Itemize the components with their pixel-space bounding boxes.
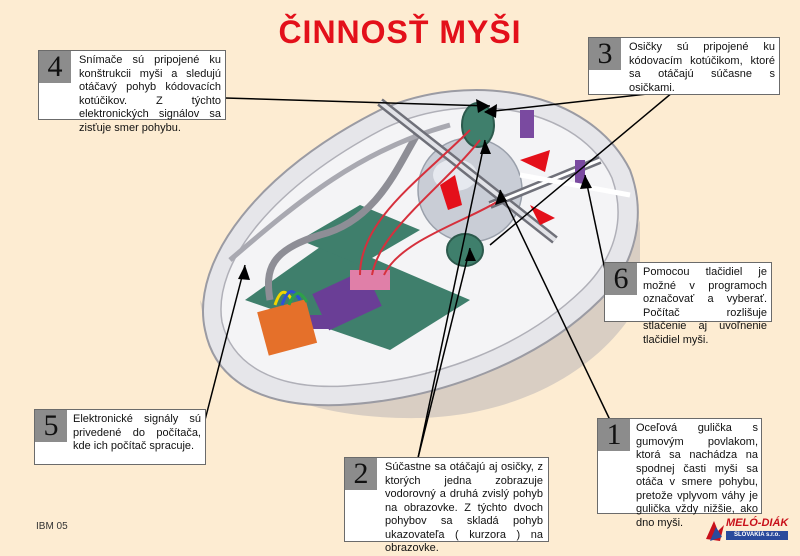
callout-5-number: 5 [35, 410, 67, 442]
logo-name: MELÓ-DIÁK [726, 517, 789, 529]
chip-small [308, 315, 330, 329]
logo-subtitle: SLOVAKIA s.r.o. [726, 531, 788, 540]
arrowhead-2b [465, 248, 476, 261]
mouse-shadow [200, 220, 640, 419]
arrowhead-3a [484, 104, 497, 118]
arrowhead-6 [580, 175, 592, 189]
wire-green [287, 291, 309, 306]
callout-4: 4 Snímače sú pripojené ku konštrukcii my… [38, 50, 226, 134]
leader-1 [499, 189, 611, 421]
encoder-wheel-bottom [446, 233, 484, 267]
callout-3-text: Osičky sú pripojené ku kódovacím kotúčik… [629, 41, 775, 94]
callout-1-number: 1 [598, 419, 630, 451]
callout-2: 2 Súčastne sa otáčajú aj osičky, z ktorý… [344, 457, 549, 554]
wire-red-2 [371, 139, 481, 276]
callout-4-number: 4 [39, 51, 71, 83]
leader-6 [584, 174, 606, 271]
leader-4 [224, 97, 491, 107]
leader-3a [484, 91, 666, 113]
callout-3-number: 3 [589, 38, 621, 70]
sensor-right [575, 160, 585, 186]
footer-code: IBM 05 [36, 521, 68, 532]
wire-red-1 [359, 129, 471, 276]
arrowhead-4 [476, 99, 490, 113]
cable [264, 128, 423, 301]
axle-horizontal-hi [378, 100, 557, 242]
callout-6-number: 6 [605, 263, 637, 295]
wire-yellow [273, 290, 294, 306]
publisher-logo: MELÓ-DIÁK SLOVAKIA s.r.o. [704, 517, 794, 545]
callout-6-text: Pomocou tlačidiel je možné v programoch … [643, 266, 767, 346]
leader-5 [204, 264, 246, 421]
leader-2a [417, 139, 486, 459]
callout-3: 3 Osičky sú pripojené ku kódovacím kotúč… [588, 37, 780, 95]
arrowhead-2a [480, 140, 491, 154]
arrowhead-1 [495, 190, 507, 205]
rotation-arrow-bottom [530, 205, 555, 225]
callout-2-text: Súčastne sa otáčajú aj osičky, z ktorých… [385, 461, 543, 554]
callout-6: 6 Pomocou tlačidiel je možné v programoc… [604, 262, 772, 346]
callout-5-text: Elektronické signály sú privedené do poč… [73, 413, 201, 452]
arrowhead-5 [238, 265, 250, 280]
leader-3b [489, 81, 686, 246]
leader-2b [417, 247, 471, 459]
callout-4-text: Snímače sú pripojené ku konštrukcii myši… [79, 54, 221, 134]
rotation-arrow-top [520, 150, 550, 172]
page-title: ČINNOSŤ MYŠI [278, 14, 522, 50]
wire-red-3 [383, 199, 501, 276]
button-divider [519, 172, 631, 198]
sensor-top [520, 110, 534, 138]
callout-1: 1 Oceľová gulička s gumovým povlakom, kt… [597, 418, 762, 529]
circuit-board-rear [300, 205, 420, 265]
callout-5: 5 Elektronické signály sú privedené do p… [34, 409, 206, 465]
callout-1-text: Oceľová gulička s gumovým povlakom, ktor… [636, 422, 758, 529]
wire-blue [280, 290, 302, 306]
callout-2-number: 2 [345, 458, 377, 490]
rotation-arrow-left [440, 175, 462, 210]
logo-mark-icon [706, 521, 724, 541]
connector-orange [257, 299, 318, 356]
